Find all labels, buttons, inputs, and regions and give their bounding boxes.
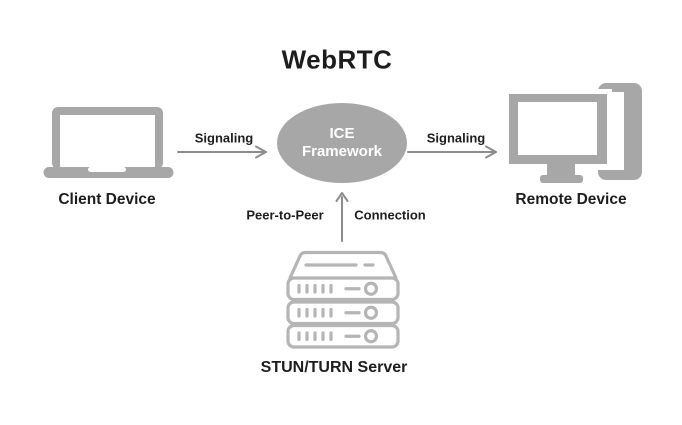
signaling-label-right: Signaling (426, 130, 486, 146)
ice-framework-node: ICE Framework (277, 103, 407, 183)
signaling-arrow-right (407, 145, 497, 159)
server-unit-leds (297, 305, 379, 320)
ice-label-line1: ICE (329, 125, 355, 142)
peer-connection-arrow (335, 192, 349, 242)
diagram-title: WebRTC (281, 44, 393, 75)
server-unit-leds (297, 329, 379, 344)
laptop-icon (43, 107, 174, 178)
remote-device-label: Remote Device (515, 191, 627, 208)
signaling-arrow-left (177, 145, 267, 159)
desktop-monitor-icon (505, 83, 642, 186)
ice-label-line2: Framework (301, 143, 383, 160)
signaling-label-left: Signaling (194, 130, 254, 146)
peer-to-peer-label: Peer-to-Peer (246, 207, 324, 223)
stun-turn-server-label: STUN/TURN Server (260, 359, 408, 376)
server-rack-icon (286, 250, 400, 349)
connection-label: Connection (354, 207, 426, 223)
client-device-label: Client Device (58, 191, 156, 208)
server-unit-leds (297, 281, 379, 296)
